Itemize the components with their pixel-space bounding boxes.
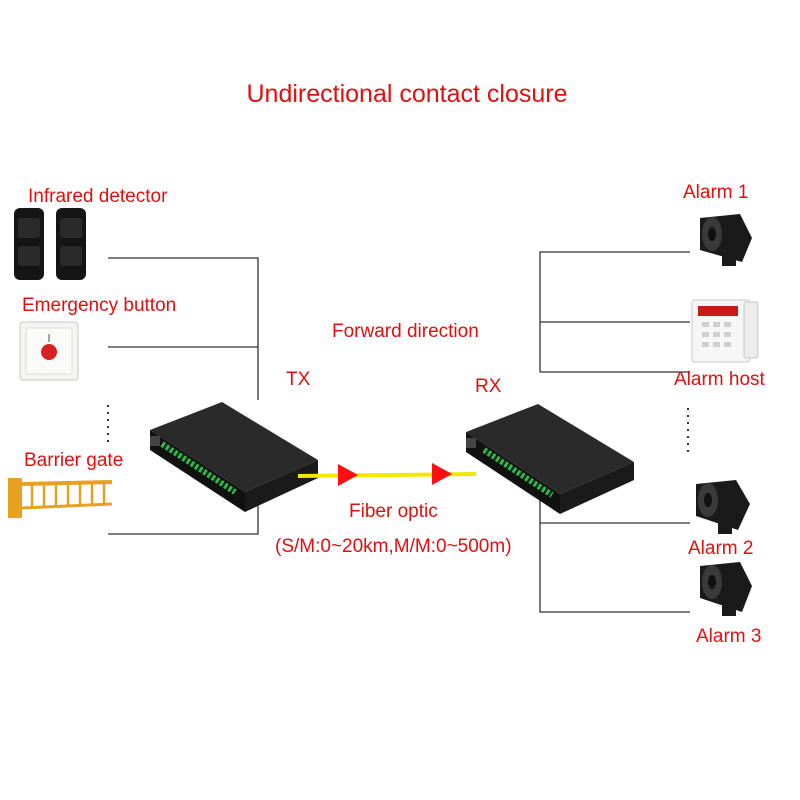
fiber-arrow-1 (338, 464, 358, 486)
alarm-2-label: Alarm 2 (688, 538, 753, 559)
tx-label: TX (286, 369, 311, 390)
alarm-3-siren-icon (700, 562, 752, 616)
alarm-host-keypad-icon (691, 299, 759, 363)
alarm-host-label: Alarm host (674, 369, 766, 390)
emergency-button-icon (19, 321, 79, 381)
right-wiring (539, 251, 690, 613)
barrier-gate-label: Barrier gate (24, 450, 123, 471)
diagram-title: Undirectional contact closure (247, 80, 568, 108)
alarm-2-siren-icon (696, 480, 750, 534)
rx-label: RX (475, 376, 502, 397)
infrared-detector-icon (14, 208, 86, 280)
alarm-3-label: Alarm 3 (696, 626, 761, 647)
fiber-optic-label: Fiber optic (349, 501, 438, 522)
fiber-arrow-2 (432, 463, 452, 485)
alarm-1-siren-icon (700, 214, 752, 266)
forward-direction-label: Forward direction (332, 321, 479, 342)
barrier-gate-icon (8, 478, 113, 518)
tx-converter-icon (150, 402, 318, 512)
fiber-distance-label: (S/M:0~20km,M/M:0~500m) (275, 536, 512, 557)
infrared-detector-label: Infrared detector (28, 186, 168, 207)
alarm-1-label: Alarm 1 (683, 182, 748, 203)
emergency-button-label: Emergency button (22, 295, 176, 316)
rx-converter-icon (466, 404, 634, 514)
left-wiring (108, 257, 259, 535)
